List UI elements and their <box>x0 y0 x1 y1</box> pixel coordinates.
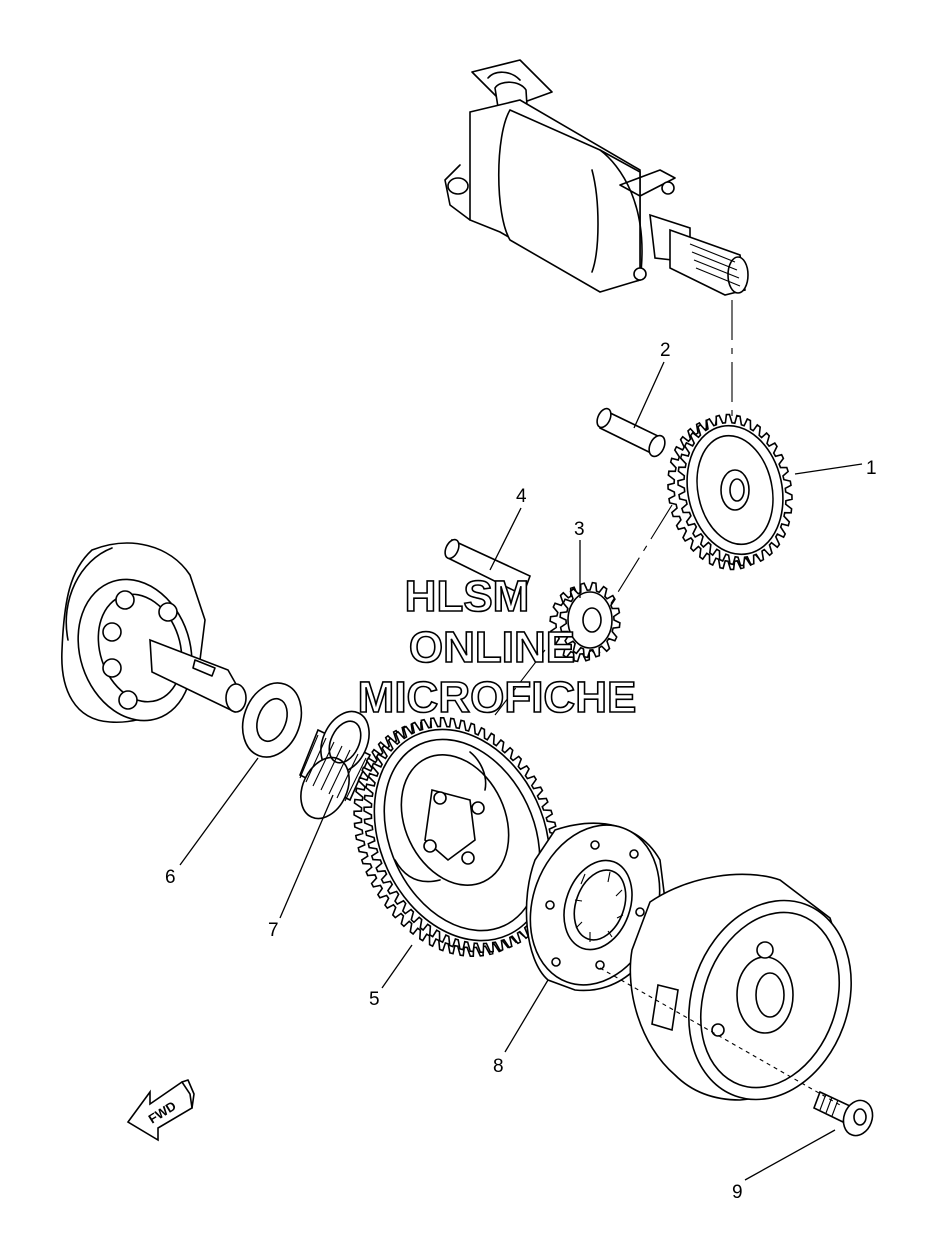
starter-wheel-gear-5 <box>353 717 561 957</box>
watermark-line-1: HLSM <box>405 572 530 621</box>
part-label-7: 7 <box>268 920 279 941</box>
watermark-line-2: ONLINE <box>409 623 575 672</box>
bolt-9 <box>812 1090 874 1137</box>
watermark: HLSM ONLINE MICROFICHE <box>357 571 637 723</box>
rotor <box>629 873 852 1101</box>
fwd-arrow-icon: FWD <box>126 1079 195 1142</box>
part-label-3: 3 <box>574 519 585 540</box>
part-label-2: 2 <box>660 340 671 361</box>
leader-lines <box>179 361 863 1181</box>
washer-6 <box>241 682 303 758</box>
shaft-4 <box>444 538 532 597</box>
one-way-clutch-8 <box>525 822 666 992</box>
starter-motor <box>444 59 749 296</box>
crankshaft <box>61 542 247 723</box>
part-label-6: 6 <box>165 867 176 888</box>
alignment-lines <box>494 300 841 1106</box>
bearing-7 <box>298 710 372 820</box>
gear-1 <box>667 413 793 571</box>
gear-3 <box>549 581 621 663</box>
part-label-1: 1 <box>866 458 877 479</box>
part-label-5: 5 <box>369 989 380 1010</box>
part-label-8: 8 <box>493 1056 504 1077</box>
watermark-line-3: MICROFICHE <box>358 673 637 722</box>
shaft-2 <box>596 407 666 458</box>
part-labels: 1 2 3 4 5 6 7 8 9 <box>165 340 877 1203</box>
part-label-9: 9 <box>732 1182 743 1203</box>
part-label-4: 4 <box>516 486 527 507</box>
